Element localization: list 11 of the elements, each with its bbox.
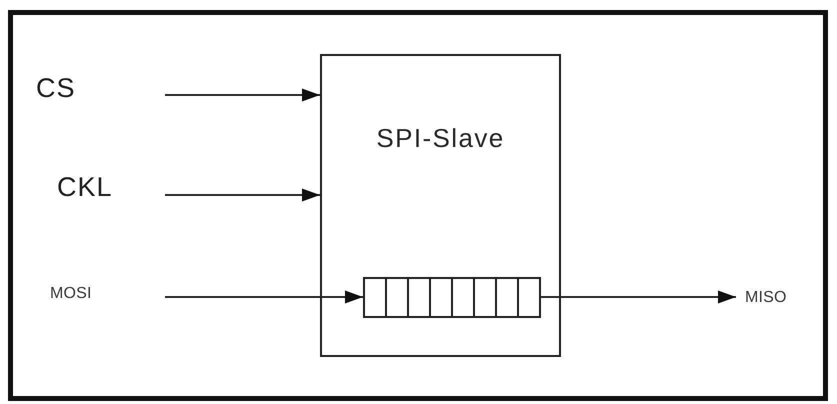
signal-label: MOSI (50, 286, 92, 302)
signal-label: MISO (745, 290, 787, 306)
module-box (320, 54, 561, 357)
signal-arrow (541, 290, 736, 304)
signal-arrow (165, 88, 320, 102)
signal-arrow (165, 290, 363, 304)
signal-label: CKL (57, 174, 113, 201)
shift-register (363, 277, 541, 318)
signal-arrow (165, 188, 320, 202)
module-title: SPI-Slave (376, 125, 505, 151)
signal-label: CS (36, 75, 76, 102)
